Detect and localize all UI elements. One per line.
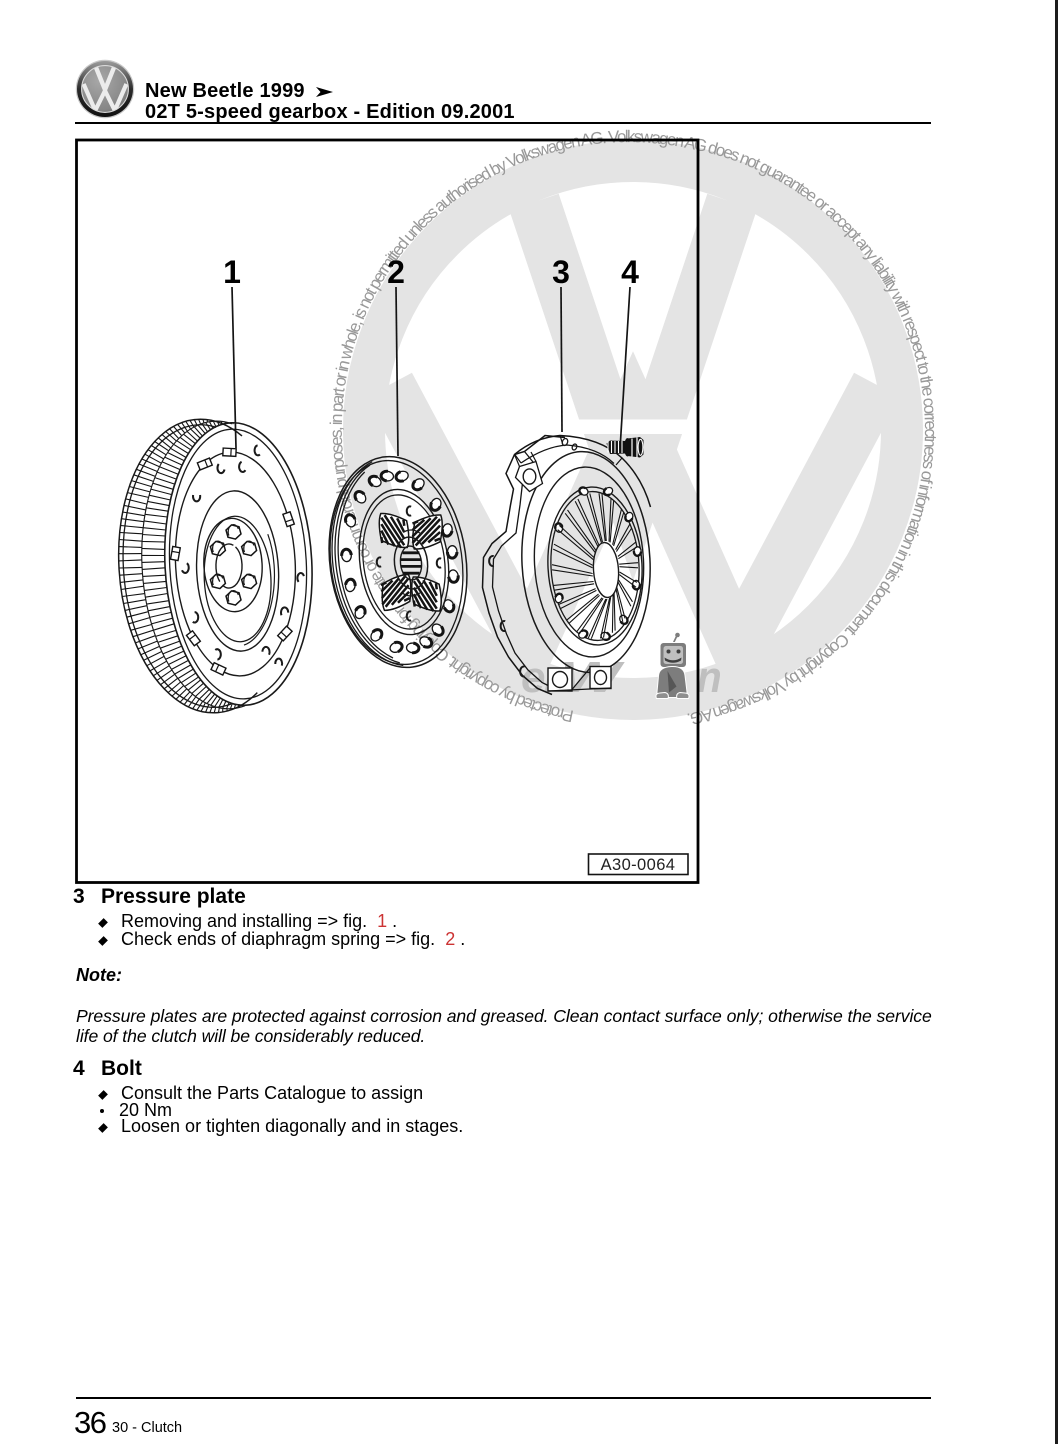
svg-text:1: 1 bbox=[223, 254, 241, 290]
svg-text:n: n bbox=[697, 652, 722, 701]
svg-text:4: 4 bbox=[621, 254, 639, 290]
svg-text:2: 2 bbox=[387, 254, 405, 290]
svg-text:A30-0064: A30-0064 bbox=[601, 856, 676, 874]
svg-text:3: 3 bbox=[552, 254, 570, 290]
